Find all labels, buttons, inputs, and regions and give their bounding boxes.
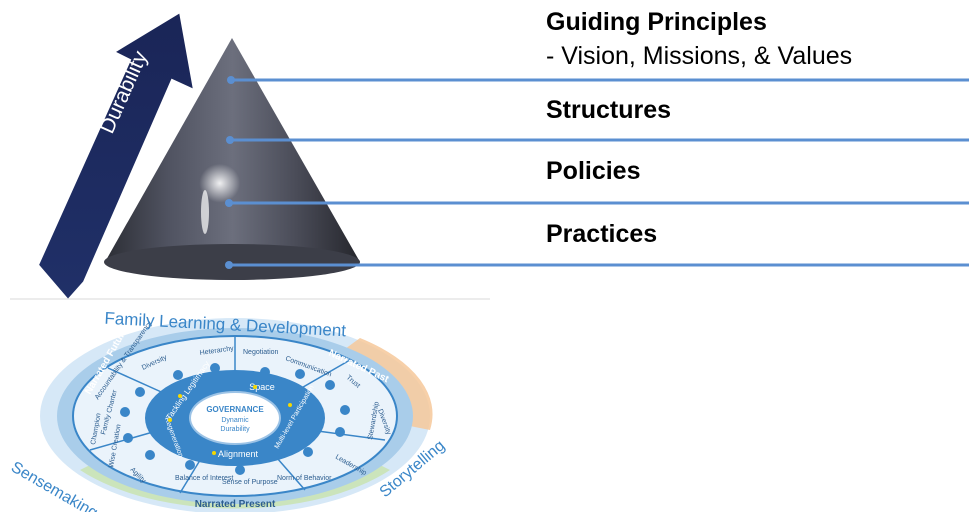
- run-icon: [145, 450, 155, 460]
- accent-dot-2: [253, 385, 257, 389]
- lightbulb-icon: [303, 447, 313, 457]
- hands-icon: [325, 380, 335, 390]
- dot-practices: [225, 261, 233, 269]
- scale-icon: [185, 460, 195, 470]
- handshake-icon: [260, 367, 270, 377]
- trophy-icon: [120, 407, 130, 417]
- dot-structures: [226, 136, 234, 144]
- center-line-3: Durability: [220, 426, 250, 433]
- accent-dot-1: [178, 394, 182, 398]
- narrative-present: Narrated Present: [195, 499, 276, 510]
- helm-icon: [335, 427, 345, 437]
- accent-dot-5: [288, 403, 292, 407]
- factor-balance: Balance of Interest: [175, 475, 233, 482]
- chat-icon: [295, 369, 305, 379]
- target-icon: [235, 465, 245, 475]
- dot-policies: [225, 199, 233, 207]
- governance-wheel: GOVERNANCE Dynamic Durability Tackling L…: [8, 309, 448, 512]
- durability-cone: [104, 38, 360, 280]
- layer-title-practices: Practices: [546, 220, 658, 248]
- factor-dividers: [89, 336, 386, 494]
- factor-purpose: Sense of Purpose: [222, 479, 278, 486]
- layer-title-structures: Structures: [546, 96, 672, 124]
- tree-icon: [135, 387, 145, 397]
- people-icon: [210, 363, 220, 373]
- dot-guiding: [227, 76, 235, 84]
- layer-title-policies: Policies: [546, 157, 641, 185]
- diamond-icon: [123, 433, 133, 443]
- layer-lines: [225, 76, 969, 269]
- layer-title-guiding-principles: Guiding Principles: [546, 8, 767, 36]
- factor-norm: Norm of Behavior: [277, 475, 332, 482]
- center-line-2: Dynamic: [221, 417, 249, 424]
- accent-dot-4: [168, 418, 172, 422]
- accent-dot-3: [212, 451, 216, 455]
- center-disc: [189, 391, 281, 445]
- factor-heterarchy: Heterarchy: [199, 345, 234, 357]
- factor-negotiation: Negotiation: [243, 349, 279, 356]
- inner-label-alignment: Alignment: [218, 449, 259, 459]
- group-icon: [173, 370, 183, 380]
- layer-subtitle-guiding-principles: - Vision, Missions, & Values: [546, 42, 853, 70]
- factor-icons: [120, 363, 350, 475]
- network-icon: [340, 405, 350, 415]
- inner-label-space: Space: [249, 382, 275, 392]
- center-line-1: GOVERNANCE: [206, 405, 264, 414]
